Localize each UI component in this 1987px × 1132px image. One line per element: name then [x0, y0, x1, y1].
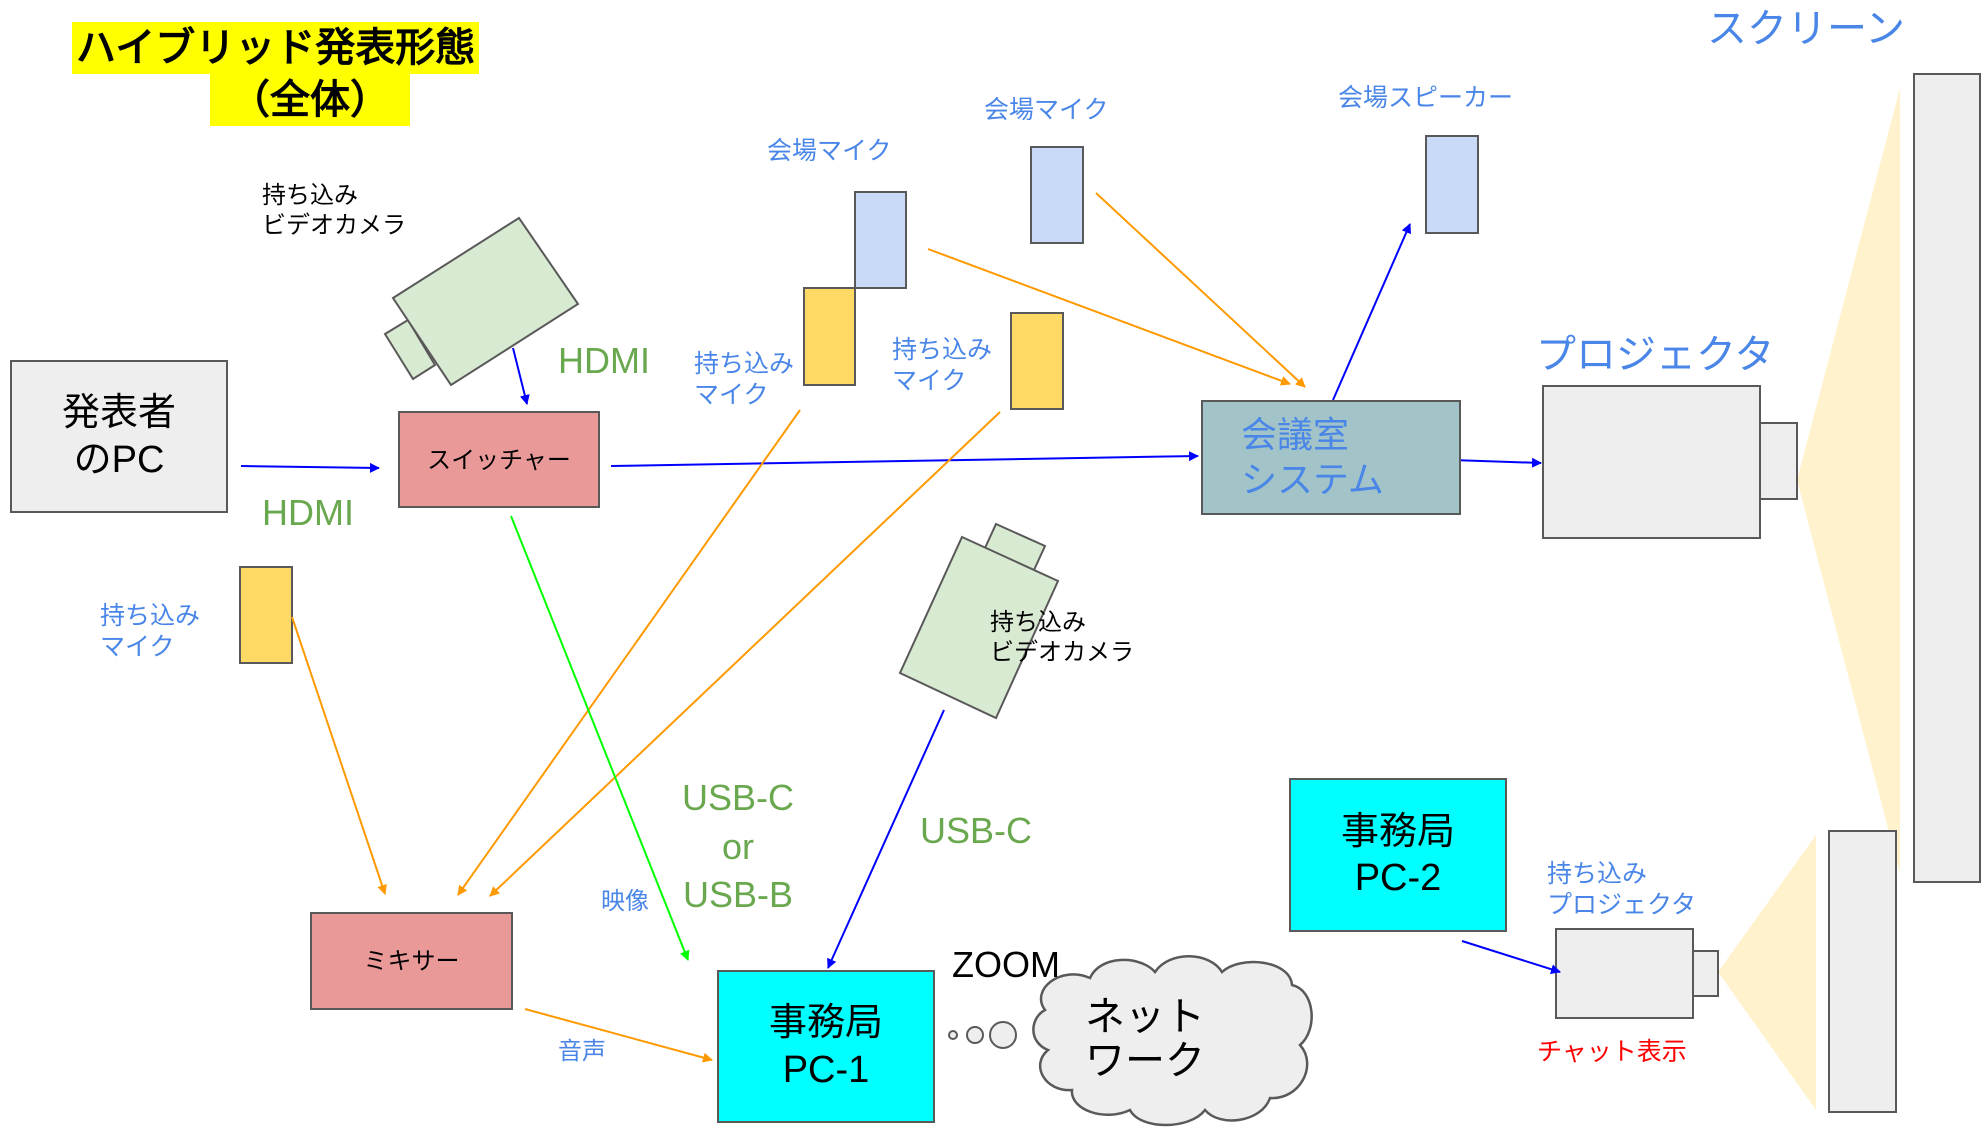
usb-c-or-b-line1: USB-C — [682, 777, 795, 818]
conference-system: 会議室 システム — [1201, 400, 1461, 515]
camera1-label-1: 持ち込み — [262, 181, 358, 209]
thought-bubble-medium — [966, 1026, 984, 1044]
byo-mic2-label-1: 持ち込み — [892, 335, 993, 364]
office-pc-1-label-2: PC-1 — [782, 1048, 870, 1091]
byo-mic-3 — [239, 566, 293, 664]
page-title-line1: ハイブリッド発表形態 — [72, 22, 480, 74]
conn-conference-to-projector — [1451, 457, 1542, 468]
office-pc-2: 事務局 PC-2 — [1289, 778, 1507, 932]
conn-mixer-to-pc1 — [524, 1008, 713, 1063]
camera2-label: 持ち込み ビデオカメラ — [990, 607, 1134, 667]
camera2-label-1: 持ち込み — [990, 608, 1086, 636]
camera1-label: 持ち込み ビデオカメラ — [262, 180, 406, 240]
conn-byo-mic3-to-mixer — [291, 616, 387, 895]
byo-projector-lens — [1692, 950, 1719, 997]
network-cloud — [1032, 955, 1313, 1127]
office-pc-1: 事務局 PC-1 — [717, 970, 935, 1123]
byo-mic1-label-1: 持ち込み — [694, 349, 795, 378]
office-pc-1-label-1: 事務局 — [768, 1000, 883, 1044]
conference-system-label-2: システム — [1241, 459, 1384, 501]
conn-byo-mic1-to-mixer — [457, 409, 801, 896]
thought-bubble-large — [989, 1021, 1017, 1049]
byo-projector-label: 持ち込み プロジェクタ — [1547, 858, 1696, 921]
video-label: 映像 — [601, 887, 649, 915]
byo-projector-body — [1555, 928, 1694, 1019]
main-screen — [1913, 73, 1981, 883]
venue-mic2-label: 会場マイク — [984, 95, 1109, 124]
conn-byo-mic2-to-mixer — [489, 411, 1001, 897]
venue-speaker-label: 会場スピーカー — [1338, 83, 1514, 112]
mixer: ミキサー — [310, 912, 513, 1010]
byo-mic3-label-1: 持ち込み — [100, 601, 201, 630]
byo-mic2-label: 持ち込み マイク — [892, 334, 992, 397]
hdmi-camera-label: HDMI — [558, 340, 650, 381]
byo-mic-1 — [803, 287, 856, 386]
switcher-label: スイッチャー — [427, 445, 571, 474]
camera1-label-2: ビデオカメラ — [262, 211, 406, 239]
conn-switcher-to-conference — [610, 451, 1199, 467]
page-title-line2: （全体） — [210, 74, 410, 126]
usb-c-or-b-label: USB-C or USB-B — [682, 774, 794, 920]
conn-camera1-to-switcher — [512, 347, 530, 405]
video-camera-1 — [383, 216, 580, 387]
byo-mic1-label-2: マイク — [694, 380, 769, 410]
switcher: スイッチャー — [398, 411, 600, 508]
venue-mic1-label: 会場マイク — [767, 136, 892, 165]
main-projector-body — [1542, 385, 1761, 539]
audio-label: 音声 — [558, 1037, 606, 1065]
conference-system-label-1: 会議室 — [1241, 414, 1350, 456]
presenter-pc-label-1: 発表者 — [61, 390, 176, 434]
conn-pc-to-switcher — [240, 462, 380, 473]
usb-c-or-b-line3: USB-B — [682, 874, 794, 916]
byo-mic1-label: 持ち込み マイク — [694, 348, 794, 411]
presenter-pc: 発表者 のPC — [10, 360, 228, 513]
mixer-label: ミキサー — [363, 947, 460, 975]
usb-c-or-b-line2: or — [722, 825, 755, 867]
network-label-1: ネット — [1085, 994, 1205, 1040]
byo-mic3-label-2: マイク — [100, 632, 175, 662]
byo-mic2-label-2: マイク — [892, 366, 967, 396]
video-camera-2 — [898, 522, 1060, 720]
conn-pc2-to-byo-projector — [1461, 940, 1561, 975]
byo-projector-label-1: 持ち込み — [1547, 859, 1648, 888]
conn-conference-to-speaker — [1332, 223, 1411, 401]
camera2-label-2: ビデオカメラ — [990, 638, 1134, 666]
byo-mic-2 — [1010, 312, 1064, 410]
presenter-pc-label-2: のPC — [73, 438, 165, 481]
main-projector-lens — [1759, 422, 1798, 500]
usb-c-label: USB-C — [920, 810, 1033, 851]
venue-speaker — [1425, 135, 1479, 234]
hdmi-pc-label: HDMI — [262, 492, 354, 533]
network-label: ネット ワーク — [1085, 995, 1205, 1083]
conn-camera2-to-pc1 — [827, 709, 945, 969]
office-pc-2-label-2: PC-2 — [1354, 857, 1442, 899]
thought-bubble-small — [948, 1030, 958, 1040]
byo-projector-label-2: プロジェクタ — [1547, 890, 1697, 920]
office-pc-2-label-1: 事務局 — [1340, 808, 1455, 853]
conn-venue-mic1-to-conference — [927, 248, 1291, 386]
conn-switcher-to-pc1 — [510, 515, 690, 961]
conn-venue-mic2-to-conference — [1095, 192, 1306, 388]
projector-label: プロジェクタ — [1536, 332, 1775, 378]
byo-projector-beam — [1718, 835, 1816, 1110]
screen-label: スクリーン — [1707, 6, 1905, 52]
zoom-label: ZOOM — [952, 944, 1060, 985]
chat-display-label: チャット表示 — [1537, 1037, 1687, 1066]
small-screen — [1828, 830, 1897, 1113]
network-label-2: ワーク — [1085, 1038, 1205, 1084]
main-projector-beam — [1797, 88, 1900, 874]
venue-mic-2 — [1030, 146, 1084, 244]
byo-mic3-label: 持ち込み マイク — [100, 600, 200, 663]
venue-mic-1 — [854, 191, 907, 289]
